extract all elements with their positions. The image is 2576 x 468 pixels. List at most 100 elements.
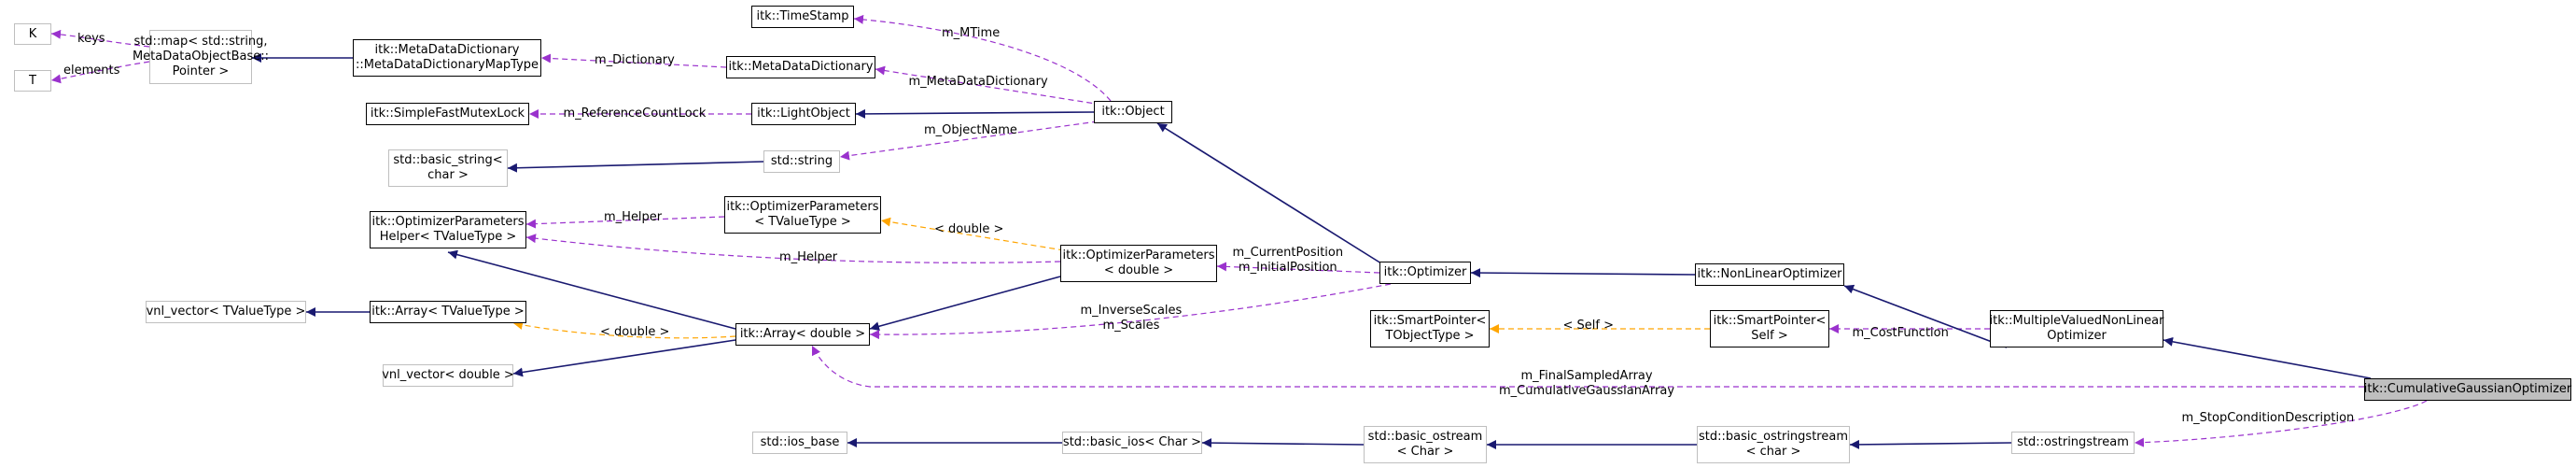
node-mdd[interactable]: itk::MetaDataDictionary <box>726 56 875 78</box>
edge-elements <box>50 61 150 84</box>
edge-m-objectname <box>839 121 1099 161</box>
node-label: std::basic_string< char > <box>393 153 503 182</box>
node-nonlinear[interactable]: itk::NonLinearOptimizer <box>1695 263 1844 286</box>
edge-label-m-inversescales: m_InverseScales m_Scales <box>1080 304 1183 333</box>
node-spself[interactable]: itk::SmartPointer< Self > <box>1710 310 1829 347</box>
node-mvnl[interactable]: itk::MultipleValuedNonLinear Optimizer <box>1990 310 2163 347</box>
node-label: std::map< std::string, MetaDataObjectBas… <box>132 35 270 78</box>
node-basicostringstream[interactable]: std::basic_ostringstream < char > <box>1697 426 1850 463</box>
edge-m-currentposition <box>1216 262 1380 274</box>
node-optparamst[interactable]: itk::OptimizerParameters < TValueType > <box>724 196 881 234</box>
node-arrayt[interactable]: itk::Array< TValueType > <box>370 301 526 323</box>
node-label: itk::NonLinearOptimizer <box>1697 267 1842 281</box>
node-mddmap[interactable]: itk::MetaDataDictionary ::MetaDataDictio… <box>353 39 541 77</box>
node-optparamsd[interactable]: itk::OptimizerParameters < double > <box>1060 245 1217 282</box>
node-label: itk::Object <box>1101 105 1165 119</box>
edge-label-m-finalsampledarray: m_FinalSampledArray m_CumulativeGaussian… <box>1499 369 1675 398</box>
edge-label-m-helper-1: m_Helper <box>604 210 663 224</box>
node-label: itk::MultipleValuedNonLinear Optimizer <box>1989 314 2164 343</box>
node-label: itk::SmartPointer< TObjectType > <box>1373 314 1487 343</box>
edge-keys <box>50 29 150 48</box>
edge-label-m-helper-2: m_Helper <box>779 250 838 264</box>
node-iosbase[interactable]: std::ios_base <box>752 432 847 454</box>
node-arrayd[interactable]: itk::Array< double > <box>735 323 870 346</box>
node-ostringstream[interactable]: std::ostringstream <box>2011 432 2135 454</box>
edge-m-helper-1 <box>525 216 725 229</box>
edge-label-self: < Self > <box>1562 319 1615 333</box>
node-stdmap[interactable]: std::map< std::string, MetaDataObjectBas… <box>133 30 269 84</box>
node-label: vnl_vector< TValueType > <box>146 305 306 319</box>
node-label: itk::Optimizer <box>1383 265 1467 279</box>
node-label: std::ios_base <box>760 435 840 449</box>
node-mutex[interactable]: itk::SimpleFastMutexLock <box>366 103 529 125</box>
edge-m-dictionary <box>540 53 727 68</box>
node-spt[interactable]: itk::SmartPointer< TObjectType > <box>1370 310 1490 347</box>
node-k[interactable]: K <box>14 23 51 45</box>
edge-label-m-stopconditiondescription: m_StopConditionDescription <box>2181 411 2355 425</box>
edge-label-double-2: < double > <box>600 325 670 339</box>
node-basicstring[interactable]: std::basic_string< char > <box>388 149 508 187</box>
node-label: itk::Array< double > <box>739 327 866 341</box>
node-label: std::basic_ios< Char > <box>1062 435 1202 449</box>
edge-template-double-1 <box>880 217 1065 251</box>
node-label: vnl_vector< double > <box>382 368 514 382</box>
edge-label-elements: elements <box>63 64 120 78</box>
node-ophelper[interactable]: itk::OptimizerParameters Helper< TValueT… <box>370 211 526 248</box>
edge-basicostringstream-to-ostringstream <box>1849 439 2012 449</box>
edge-helper-to-array-t <box>447 249 736 330</box>
edge-m-metadatadictionary <box>875 65 1102 106</box>
node-vnld[interactable]: vnl_vector< double > <box>382 364 514 387</box>
node-label: itk::OptimizerParameters Helper< TValueT… <box>371 215 525 244</box>
node-label: itk::Array< TValueType > <box>371 305 525 319</box>
edge-label-keys: keys <box>77 32 105 46</box>
edge-label-m-mtime: m_MTime <box>942 26 1001 40</box>
edge-label-m-costfunction: m_CostFunction <box>1852 326 1949 340</box>
edge-nonlinear-to-mvnl <box>1843 284 2008 348</box>
node-label: itk::MetaDataDictionary <box>728 60 874 74</box>
edge-basicstring-to-string <box>507 161 764 173</box>
edge-template-double-2 <box>512 320 736 339</box>
edge-optimizer-to-nonlinear <box>1470 268 1696 278</box>
node-cgo[interactable]: itk::CumulativeGaussianOptimizer <box>2364 378 2571 401</box>
node-stdstring[interactable]: std::string <box>763 150 840 173</box>
node-label: itk::SimpleFastMutexLock <box>370 106 525 121</box>
edge-label-double-1: < double > <box>934 222 1004 236</box>
node-optimizer[interactable]: itk::Optimizer <box>1379 262 1471 284</box>
node-label: std::basic_ostringstream < char > <box>1699 430 1848 459</box>
edge-m-inversescales <box>869 283 1392 340</box>
edge-array-d-to-optparams-d <box>869 276 1061 332</box>
node-label: itk::OptimizerParameters < double > <box>1062 248 1215 277</box>
edge-m-finalsampledarray <box>811 345 2364 388</box>
node-timestamp[interactable]: itk::TimeStamp <box>751 6 854 28</box>
node-vnlt[interactable]: vnl_vector< TValueType > <box>146 301 306 323</box>
node-object[interactable]: itk::Object <box>1094 101 1172 123</box>
edge-lightobject-to-object <box>855 108 1095 119</box>
node-label: std::string <box>770 154 833 168</box>
node-label: itk::MetaDataDictionary ::MetaDataDictio… <box>355 43 539 72</box>
node-t[interactable]: T <box>14 70 51 92</box>
node-label: itk::CumulativeGaussianOptimizer <box>2363 382 2572 396</box>
node-label: std::basic_ostream < Char > <box>1367 430 1483 459</box>
edge-m-helper-2 <box>525 234 1061 263</box>
edge-vnl-d-to-array-d <box>512 339 736 377</box>
edge-mvnl-to-cgo <box>2163 336 2372 379</box>
edge-label-m-currentposition: m_CurrentPosition m_InitialPosition <box>1232 246 1344 275</box>
node-basicostream[interactable]: std::basic_ostream < Char > <box>1364 426 1487 463</box>
node-label: itk::TimeStamp <box>756 9 849 23</box>
edge-basicios-to-basicostream <box>1201 438 1365 448</box>
edge-m-mtime <box>853 14 1112 102</box>
edge-label-m-referencecountlock: m_ReferenceCountLock <box>563 106 707 121</box>
node-label: T <box>29 73 36 88</box>
node-label: std::ostringstream <box>2017 435 2129 449</box>
node-basicios[interactable]: std::basic_ios< Char > <box>1062 432 1202 454</box>
edge-m-stopconditiondescription <box>2134 400 2428 447</box>
node-label: itk::OptimizerParameters < TValueType > <box>726 200 879 229</box>
node-lightobject[interactable]: itk::LightObject <box>751 103 856 125</box>
edge-label-m-dictionary: m_Dictionary <box>595 53 675 67</box>
edge-object-to-optimizer <box>1156 122 1382 264</box>
node-label: K <box>28 26 37 41</box>
node-label: itk::SmartPointer< Self > <box>1713 314 1827 343</box>
edge-label-m-objectname: m_ObjectName <box>924 123 1017 137</box>
